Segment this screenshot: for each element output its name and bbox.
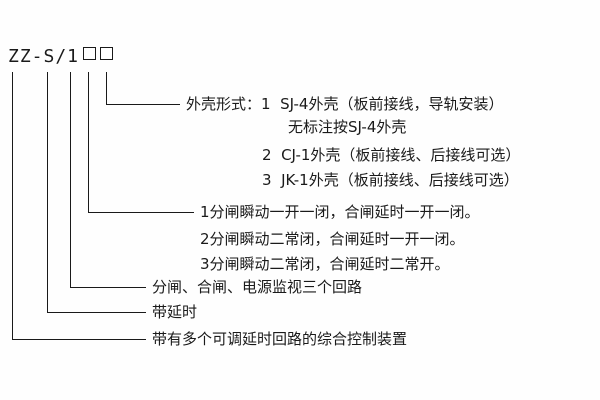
connector-line-delay-horizontal xyxy=(47,312,146,313)
device-callout: 带有多个可调延时回路的综合控制装置 xyxy=(152,330,408,348)
delay-callout: 带延时 xyxy=(152,303,198,321)
connector-line-shell-horizontal xyxy=(106,104,180,105)
connector-line-circuits-horizontal xyxy=(70,287,146,288)
contact-config-line-2: 2分闸瞬动二常闭，合闸延时一开一闭。 xyxy=(200,230,465,248)
shell-form-line-4: 3 JK-1外壳（板前接线、后接线可选） xyxy=(262,171,519,189)
shell-form-line-1: 外壳形式：1 SJ-4外壳（板前接线，导轨安装） xyxy=(186,95,504,113)
connector-line-s-vertical xyxy=(47,72,48,313)
contact-config-line-1: 1分闸瞬动一开一闭，合闸延时一开一闭。 xyxy=(200,203,480,221)
shell-form-line-3: 2 CJ-1外壳（板前接线、后接线可选） xyxy=(262,146,521,164)
connector-line-box1-vertical xyxy=(88,72,89,213)
circuits-callout: 分闸、合闸、电源监视三个回路 xyxy=(152,278,363,296)
contact-config-line-3: 3分闸瞬动二常闭，合闸延时二常开。 xyxy=(200,255,450,273)
connector-line-1-vertical xyxy=(70,72,71,288)
model-option-box-1 xyxy=(83,47,97,60)
connector-line-box2-vertical xyxy=(106,72,107,105)
connector-line-zz-vertical xyxy=(12,72,13,340)
connector-line-device-horizontal xyxy=(12,339,146,340)
connector-line-contact-horizontal xyxy=(88,212,194,213)
model-code-prefix: ZZ-S/1 xyxy=(8,46,80,67)
model-code: ZZ-S/1 xyxy=(8,46,114,68)
model-option-box-2 xyxy=(100,47,114,60)
shell-form-line-2: 无标注按SJ-4外壳 xyxy=(288,118,407,136)
